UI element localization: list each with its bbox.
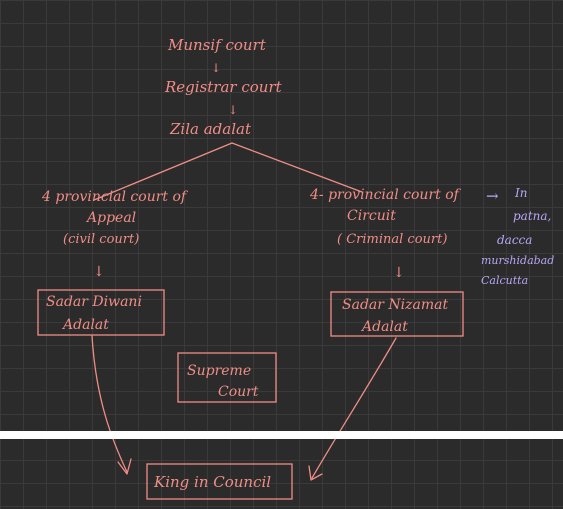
arrow-munsif-to-registrar: ↓ [211, 61, 221, 75]
supreme-court-label-line2: Court [218, 384, 259, 400]
arrow-appeal-to-sadar-diwani: ↓ [93, 264, 105, 280]
note-arrow: → [486, 187, 499, 205]
sadar-nizamat-box [330, 291, 464, 337]
arrow-circuit-to-sadar-nizamat: ↓ [393, 265, 405, 281]
sadar-diwani-label-line2: Adalat [61, 317, 109, 333]
provincial-circuit-label-line2: Circuit [347, 208, 396, 224]
supreme-court-box [177, 352, 277, 403]
arrow-diwani-to-king-head [117, 458, 132, 475]
zila-adalat-label: Zila adalat [169, 120, 252, 138]
note-line-3: dacca [497, 233, 532, 247]
note-line-4: murshidabad [481, 254, 554, 267]
arrow-diwani-to-king [91, 335, 128, 473]
provincial-appeal-label-line2: Appeal [85, 210, 136, 226]
note-line-5: Calcutta [481, 274, 528, 287]
provincial-appeal-label-line1: 4 provincial court of [41, 189, 189, 205]
king-in-council-label: King in Council [153, 473, 271, 491]
sadar-diwani-label-line1: Sadar Diwani [46, 294, 142, 310]
provincial-circuit-label-line3: ( Criminal court) [337, 232, 447, 247]
registrar-court-label: Registrar court [164, 78, 283, 96]
sadar-diwani-box [37, 289, 165, 336]
divider-band [0, 431, 563, 439]
arrow-nizamat-to-king [311, 337, 397, 479]
note-line-1: In [514, 186, 527, 200]
sadar-nizamat-label-line1: Sadar Nizamat [342, 297, 448, 313]
king-in-council-box [146, 463, 293, 500]
note-line-2: patna, [513, 209, 551, 223]
supreme-court-label-line1: Supreme [187, 363, 251, 379]
munsif-court-label: Munsif court [167, 36, 267, 54]
arrow-registrar-to-zila: ↓ [228, 103, 238, 117]
provincial-appeal-label-line3: (civil court) [63, 232, 139, 247]
provincial-circuit-label-line1: 4- provincial court of [309, 187, 462, 203]
branch-line-right [231, 142, 363, 193]
branch-line-left [93, 142, 233, 201]
arrow-nizamat-to-king-head [308, 465, 323, 481]
sadar-nizamat-label-line2: Adalat [360, 319, 408, 335]
